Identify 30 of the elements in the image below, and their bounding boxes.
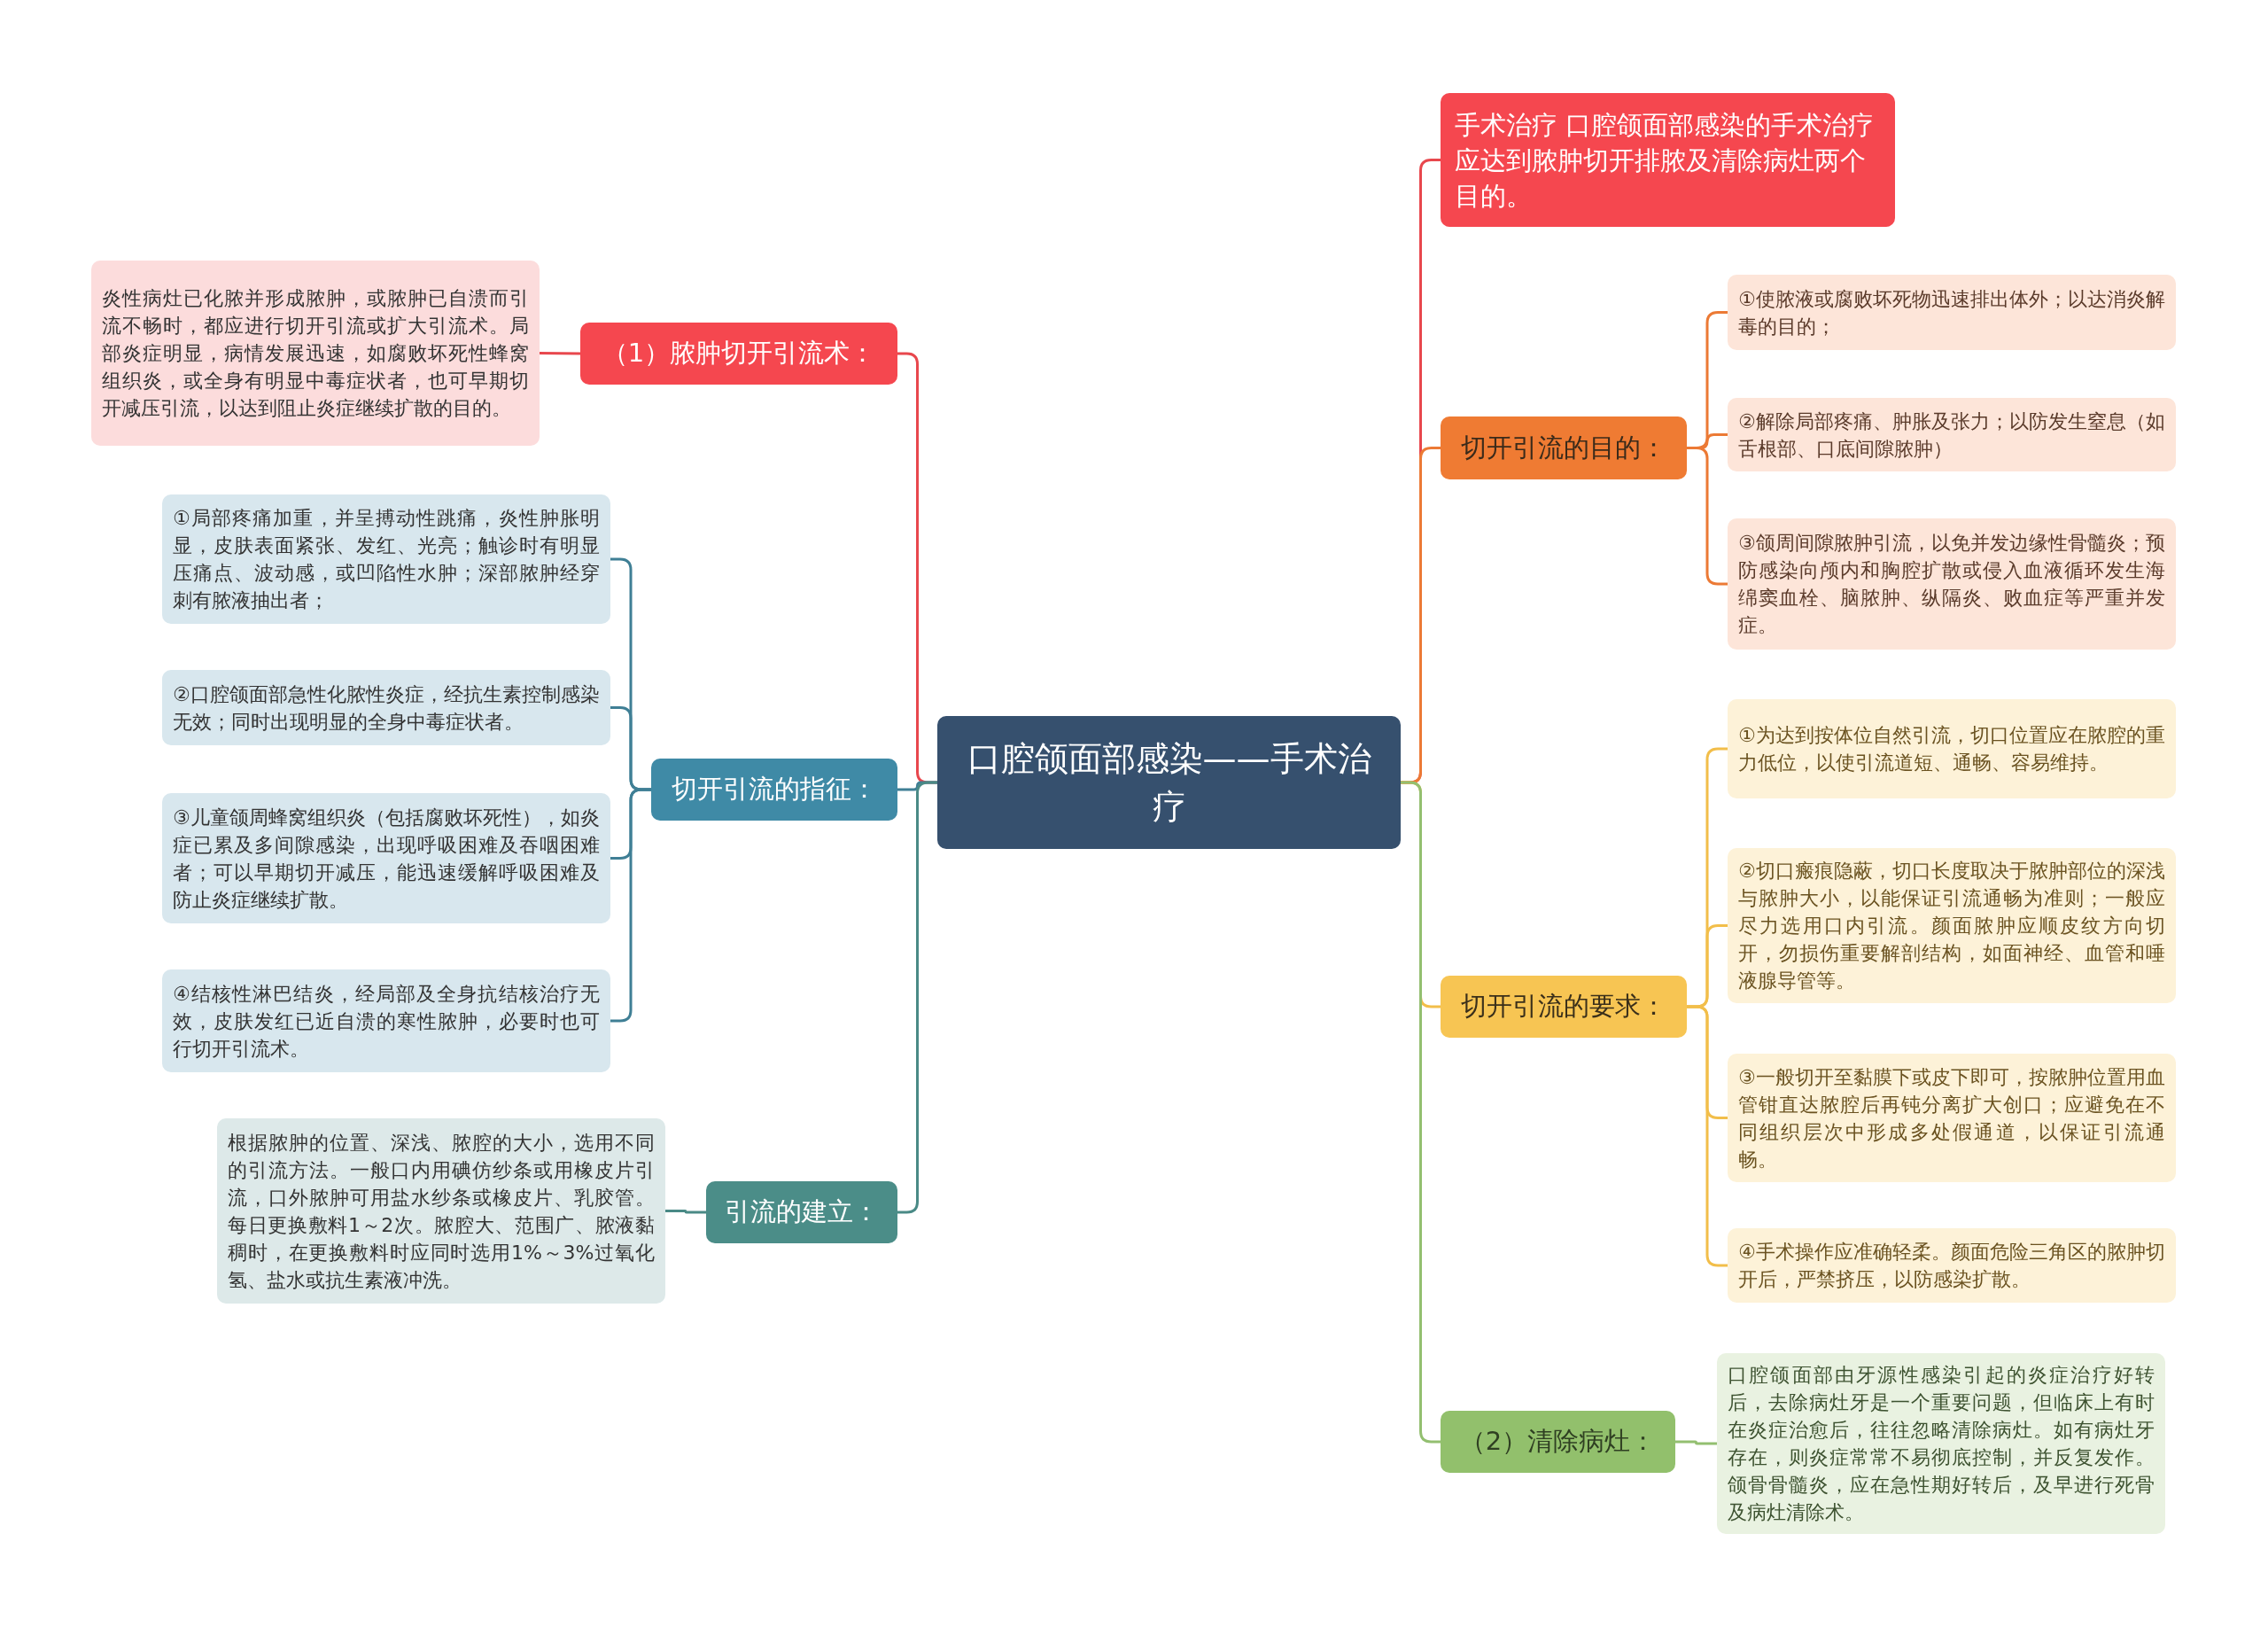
connector-line: [1687, 447, 1728, 586]
branch-topic: 引流的建立：: [706, 1181, 897, 1243]
branch-topic: 切开引流的指征：: [651, 759, 897, 821]
branch-topic: 切开引流的要求：: [1441, 976, 1687, 1038]
detail-card: ③儿童颌周蜂窝组织炎（包括腐败坏死性），如炎症已累及多间隙感染，出现呼吸困难及吞咽困难者；可以早期切开减压，能迅速缓解呼吸困难及防止炎症继续扩散。: [162, 793, 610, 923]
connector-line: [1675, 1440, 1717, 1445]
detail-card: ④结核性淋巴结炎，经局部及全身抗结核治疗无效，皮肤发红已近自溃的寒性脓肿，必要时也可行切开引流术。: [162, 969, 610, 1072]
detail-card: ④手术操作应准确轻柔。颜面危险三角区的脓肿切开后，严禁挤压，以防感染扩散。: [1728, 1228, 2176, 1303]
connector-line: [610, 788, 651, 1023]
branch-topic: （2）清除病灶：: [1441, 1411, 1675, 1473]
detail-card: ①局部疼痛加重，并呈搏动性跳痛，炎性肿胀明显，皮肤表面紧张、发红、光亮；触诊时有明显压痛点、波动感，或凹陷性水肿；深部脓肿经穿刺有脓液抽出者；: [162, 494, 610, 624]
detail-card: 口腔颌面部由牙源性感染引起的炎症治疗好转后，去除病灶牙是一个重要问题，但临床上有时在炎症治愈后，往往忽略清除病灶。如有病灶牙存在，则炎症常常不易彻底控制，并反复发作。颌骨骨髓炎，应在急性期好转后，及早进行死骨及病灶清除术。: [1717, 1353, 2165, 1534]
detail-card: 炎性病灶已化脓并形成脓肿，或脓肿已自溃而引流不畅时，都应进行切开引流或扩大引流术。局部炎症明显，病情发展迅速，如腐败坏死性蜂窝组织炎，或全身有明显中毒症状者，也可早期切开减压引流，以达到阻止炎症继续扩散的目的。: [91, 261, 540, 446]
detail-card: ②切口瘢痕隐蔽，切口长度取决于脓肿部位的深浅与脓肿大小，以能保证引流通畅为准则；一般应尽力选用口内引流。颜面脓肿应顺皮纹方向切开，勿损伤重要解剖结构，如面神经、血管和唾液腺导管等。: [1728, 848, 2176, 1003]
detail-card: ②口腔颌面部急性化脓性炎症，经抗生素控制感染无效；同时出现明显的全身中毒症状者。: [162, 670, 610, 745]
branch-topic: （1）脓肿切开引流术：: [580, 323, 897, 385]
detail-card: ③一般切开至黏膜下或皮下即可，按脓肿位置用血管钳直达脓腔后再钝分离扩大创口；应避免在不同组织层次中形成多处假通道，以保证引流通畅。: [1728, 1054, 2176, 1182]
connector-line: [540, 352, 580, 355]
detail-card: ①使脓液或腐败坏死物迅速排出体外；以达消炎解毒的目的；: [1728, 275, 2176, 350]
central-topic: 口腔颌面部感染——手术治疗: [937, 716, 1401, 849]
detail-card: ①为达到按体位自然引流，切口位置应在脓腔的重力低位，以使引流道短、通畅、容易维持。: [1728, 699, 2176, 798]
detail-card: 根据脓肿的位置、深浅、脓腔的大小，选用不同的引流方法。一般口内用碘仿纱条或用橡皮片引流，口外脓肿可用盐水纱条或橡皮片、乳胶管。每日更换敷料1～2次。脓腔大、范围广、脓液黏稠时，在更换敷料时应同时选用1%～3%过氧化氢、盐水或抗生素液冲洗。: [217, 1118, 665, 1304]
detail-card: ③颌周间隙脓肿引流，以免并发边缘性骨髓炎；预防感染向颅内和胸腔扩散或侵入血液循环发生海绵窦血栓、脑脓肿、纵隔炎、败血症等严重并发症。: [1728, 518, 2176, 650]
branch-topic: 手术治疗 口腔颌面部感染的手术治疗应达到脓肿切开排脓及清除病灶两个目的。: [1441, 93, 1895, 227]
connector-line: [1687, 1005, 1728, 1267]
connector-line: [1401, 781, 1441, 1444]
connector-line: [665, 1210, 706, 1214]
detail-card: ②解除局部疼痛、肿胀及张力；以防发生窒息（如舌根部、口底间隙脓肿）: [1728, 398, 2176, 471]
connector-line: [897, 781, 937, 1214]
branch-topic: 切开引流的目的：: [1441, 416, 1687, 479]
